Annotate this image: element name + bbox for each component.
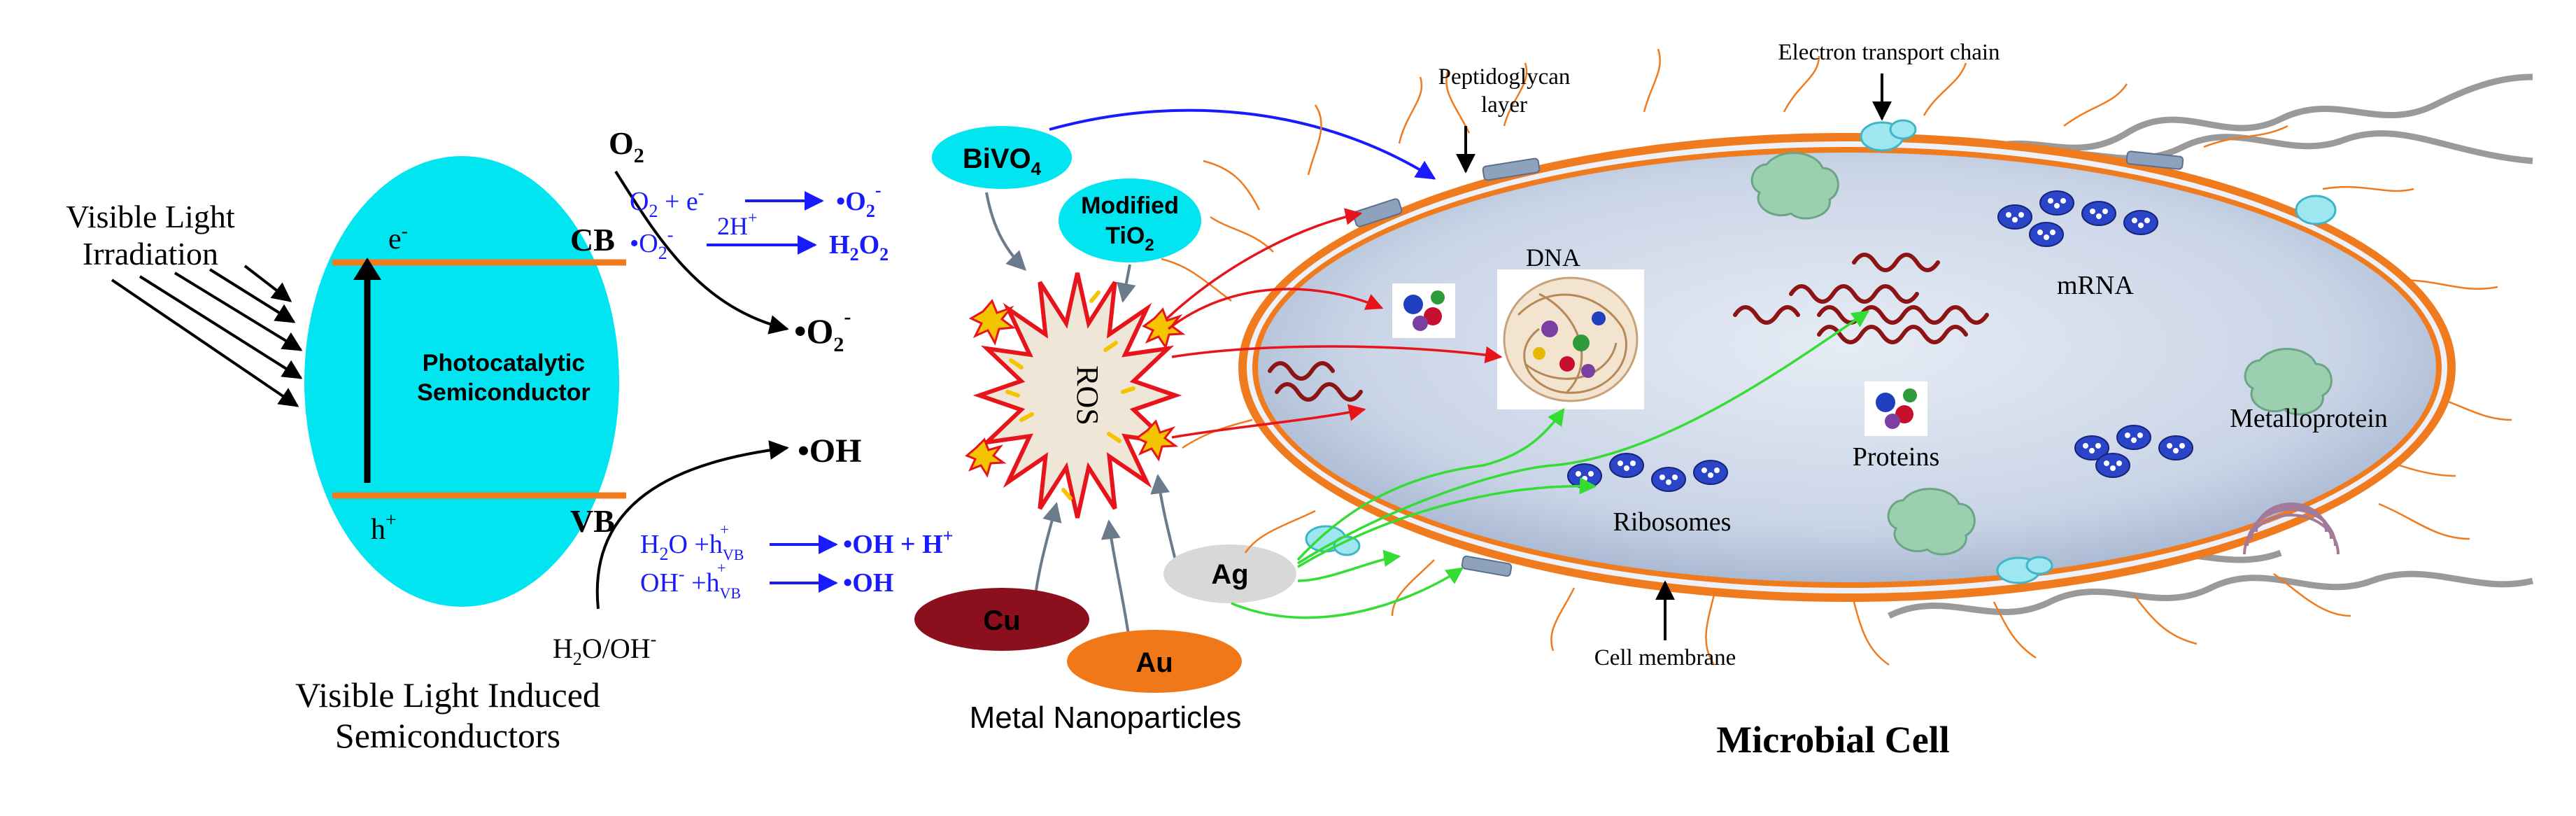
svg-text:•O2-: •O2-: [836, 180, 882, 221]
ros-to-cell-arrows: [1166, 208, 1503, 439]
semiconductor-label-line1: Photocatalytic: [423, 350, 585, 377]
cu-label: Cu: [983, 605, 1020, 636]
ros-burst: [972, 272, 1182, 519]
ribosome: [2116, 425, 2151, 450]
ag-label: Ag: [1211, 559, 1248, 590]
svg-text:O2 + e-: O2 + e-: [630, 183, 704, 221]
etc-label: Electron transport chain: [1778, 40, 2000, 65]
mrna-strands: [1268, 253, 1989, 402]
svg-text:•OH: •OH: [843, 568, 893, 598]
ribosome: [2158, 435, 2193, 460]
protein-complexes: [1392, 283, 1927, 436]
ag-to-cell-arrows: [1231, 310, 1870, 619]
water-reactant: H2O/OH-: [553, 629, 656, 669]
svg-text:OH- +hVB+: OH- +hVB+: [640, 559, 741, 602]
bivo4-ellipse: [932, 126, 1072, 189]
cytoplasm: [1258, 153, 2436, 582]
ribosome-clusters: [1567, 190, 2193, 492]
au-ellipse: [1067, 630, 1242, 693]
peptidoglycan-label-line2: layer: [1481, 92, 1527, 118]
ribosome: [1693, 460, 1728, 485]
water-oxidation-curve: [595, 440, 789, 610]
hydroxyl-product: •OH: [798, 432, 861, 470]
o2-reduction-curve: [614, 170, 789, 335]
reaction-superoxide-h2o2: •O2- 2H+ H2O2: [630, 209, 889, 265]
irradiation-arrows: [111, 265, 303, 407]
bivo4-to-cell-arrow: [1049, 108, 1436, 180]
proteins-label: Proteins: [1853, 442, 1940, 472]
svg-text:H2O2: H2O2: [829, 230, 889, 265]
ribosome: [1567, 463, 1602, 488]
modified-tio2-ellipse: [1059, 178, 1201, 262]
ribosome: [2029, 222, 2064, 247]
ribosome: [2095, 453, 2130, 478]
mrna-label: mRNA: [2057, 271, 2134, 300]
reaction-hydroxide-hole: OH- +hVB+ •OH: [640, 559, 893, 602]
dna-proteins: [1533, 311, 1606, 378]
cu-ellipse: [914, 588, 1089, 651]
hole-label: h+: [371, 509, 397, 546]
cb-label: CB: [570, 222, 615, 258]
ribosome: [1997, 204, 2032, 230]
membrane-stack-organelle: [2243, 502, 2340, 555]
ros-yellow-flecks: [1005, 290, 1135, 500]
left-caption-line2: Semiconductors: [335, 716, 560, 755]
ros-label: ROS: [1070, 365, 1105, 425]
ros-sparks: [965, 299, 1186, 478]
semiconductor-label-line2: Semiconductor: [417, 379, 590, 406]
pili: [1161, 48, 2512, 666]
svg-text:2H+: 2H+: [717, 209, 758, 240]
ribosome: [2081, 201, 2116, 226]
membrane-porins: [1352, 150, 2184, 577]
bivo4-label: BiVO4: [963, 143, 1042, 179]
irradiation-label-line2: Irradiation: [83, 236, 218, 272]
metalloprotein-blobs: [1750, 152, 2333, 556]
peptidoglycan-label-line1: Peptidoglycan: [1438, 64, 1571, 90]
modified-tio2-line2: TiO2: [1105, 223, 1154, 255]
ribosome: [2123, 210, 2158, 235]
o2-reactant: O2: [609, 125, 644, 167]
au-label: Au: [1135, 647, 1173, 678]
irradiation-label-line1: Visible Light: [66, 199, 234, 234]
middle-caption: Metal Nanoparticles: [970, 701, 1242, 735]
right-caption: Microbial Cell: [1716, 719, 1949, 761]
nanoparticle-to-ros-arrows: [985, 192, 1177, 645]
metalloprotein-label: Metalloprotein: [2230, 404, 2388, 433]
ribosome: [2039, 190, 2074, 216]
modified-tio2-line1: Modified: [1081, 192, 1179, 219]
ag-ellipse: [1163, 544, 1296, 603]
ribosome: [2074, 435, 2109, 460]
reaction-o2-electron: O2 + e- •O2-: [630, 180, 882, 221]
svg-text:H2O +hVB+: H2O +hVB+: [640, 521, 744, 564]
svg-text:•OH + H+: •OH + H+: [843, 526, 953, 559]
svg-text:•O2-: •O2-: [630, 225, 673, 263]
dna-label: DNA: [1526, 244, 1580, 272]
reaction-water-hole: H2O +hVB+ •OH + H+: [640, 521, 953, 564]
electron-label: e-: [388, 220, 408, 255]
membrane-label: Cell membrane: [1594, 645, 1736, 670]
electron-transport-complexes: [1305, 119, 2337, 584]
excitation-arrowhead: [353, 258, 381, 280]
dna-nucleoid: [1497, 269, 1644, 409]
ribosome: [1609, 453, 1644, 478]
superoxide-product: •O2-: [794, 305, 851, 356]
ribosomes-label: Ribosomes: [1613, 507, 1732, 537]
left-caption-line1: Visible Light Induced: [295, 675, 600, 715]
ribosome: [1651, 467, 1686, 492]
vb-label: VB: [570, 503, 615, 539]
